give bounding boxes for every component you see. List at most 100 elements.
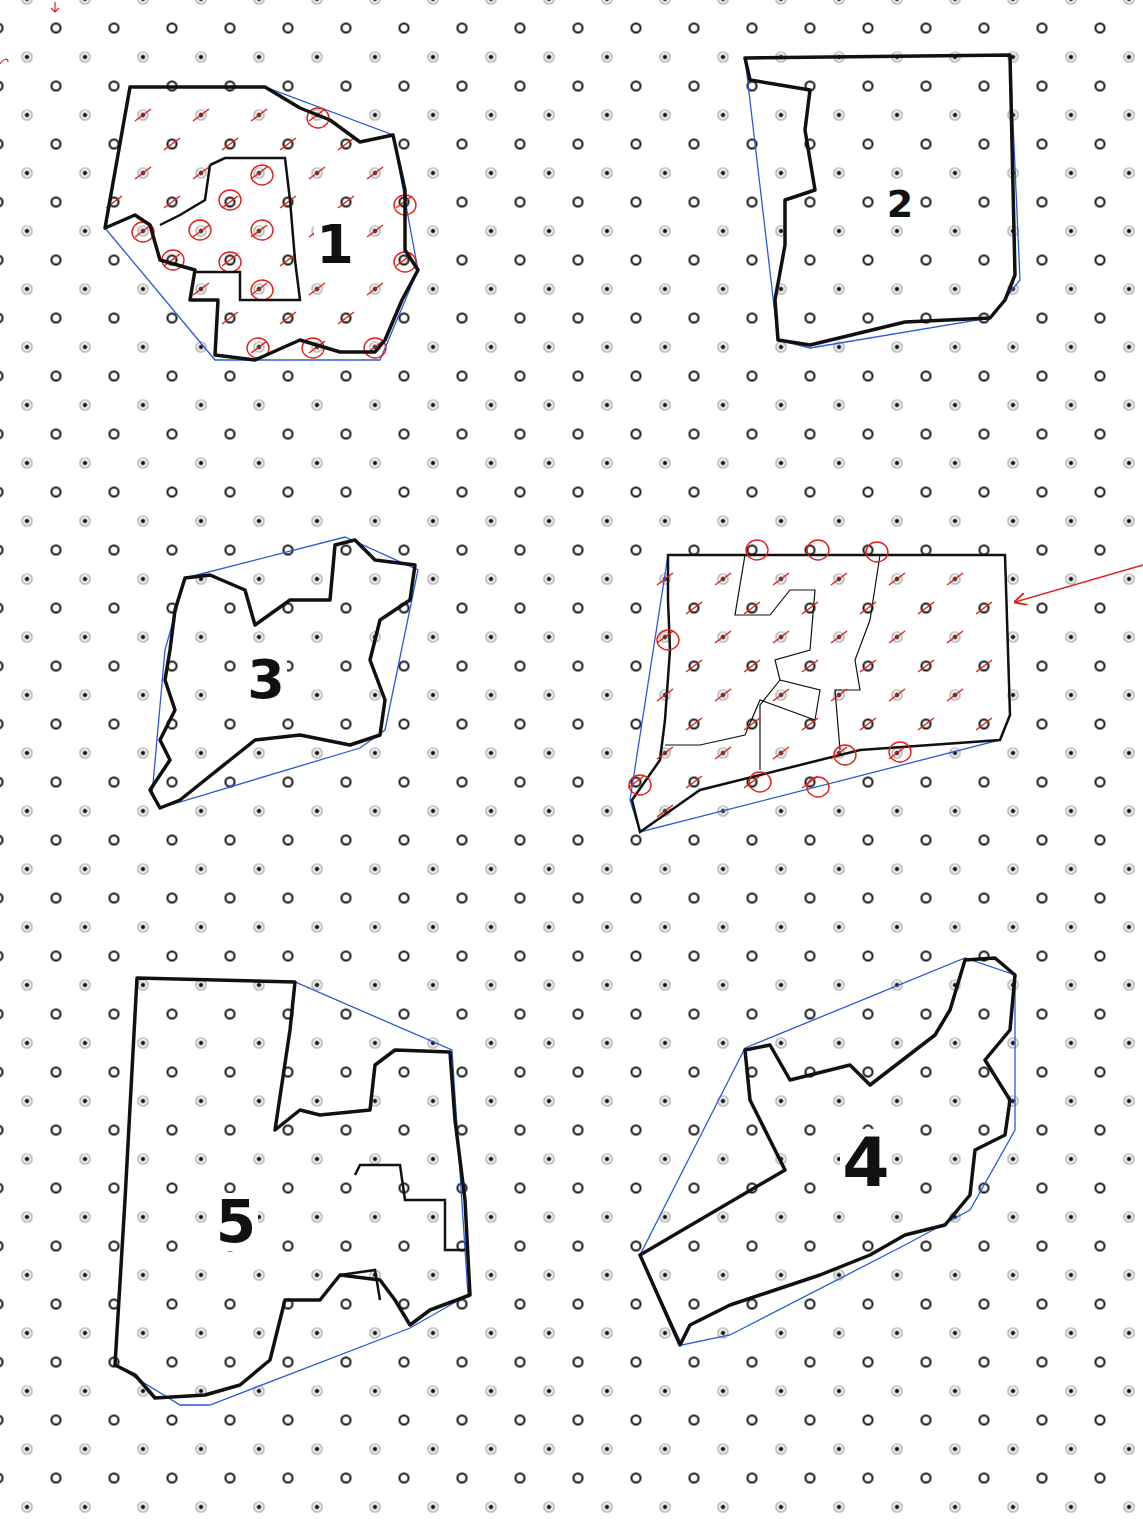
red-hatch [831, 747, 847, 759]
region-outline [115, 978, 470, 1398]
red-circle [219, 252, 241, 272]
red-circle [749, 772, 771, 792]
red-circle [219, 190, 241, 210]
district-line [160, 165, 210, 225]
red-hatch [222, 138, 238, 150]
region-outline [745, 55, 1015, 345]
red-hatch [686, 602, 702, 614]
red-hatch [802, 602, 818, 614]
red-hatch [773, 631, 789, 643]
red-circle [889, 742, 911, 762]
region-shape [745, 55, 1015, 345]
red-hatch [193, 109, 209, 121]
red-circle [629, 775, 651, 795]
red-circle [866, 542, 888, 562]
red-hatch [918, 602, 934, 614]
red-hatch [773, 573, 789, 585]
red-circle [189, 220, 211, 240]
red-hatch [773, 747, 789, 759]
district-line [340, 1270, 380, 1300]
red-circle [834, 745, 856, 765]
region-number: 3 [245, 653, 287, 707]
red-hatch [715, 689, 731, 701]
red-hatch [164, 196, 180, 208]
red-hatch [860, 660, 876, 672]
hull [630, 555, 1010, 832]
hull [640, 958, 1015, 1345]
red-hatch [367, 167, 383, 179]
red-hatch [715, 631, 731, 643]
red-circle [807, 777, 829, 797]
red-hatch [280, 138, 296, 150]
district-line [665, 555, 820, 745]
red-hatch [802, 718, 818, 730]
red-hatch [135, 167, 151, 179]
region-shape [115, 978, 470, 1398]
district-line [195, 158, 300, 300]
red-hatch [686, 660, 702, 672]
district-line [355, 1165, 465, 1250]
region-number: 4 [840, 1129, 891, 1197]
red-annotations [106, 108, 992, 817]
region-shape [105, 87, 418, 360]
red-circle [746, 540, 768, 560]
red-hatch [686, 776, 702, 788]
hull-lines [105, 55, 1020, 1405]
map-region: 1 [105, 87, 418, 360]
red-hatch [686, 718, 702, 730]
red-hatch [367, 225, 383, 237]
hull [745, 55, 1020, 348]
red-hatch [309, 283, 325, 295]
red-hatch [222, 196, 238, 208]
red-hatch [744, 776, 760, 788]
red-hatch [251, 109, 267, 121]
red-hatch [744, 718, 760, 730]
red-hatch [280, 312, 296, 324]
unlabeled-region [632, 555, 1010, 832]
red-circle [251, 220, 273, 240]
red-hatch [715, 747, 731, 759]
map-region: 4 [640, 958, 1015, 1345]
red-hatch [338, 196, 354, 208]
red-hatch [918, 660, 934, 672]
red-hatch [193, 225, 209, 237]
red-hatch [918, 718, 934, 730]
red-circle [807, 540, 829, 560]
red-hatch [744, 660, 760, 672]
region-outline [105, 87, 418, 360]
red-hatch [657, 689, 673, 701]
red-mark [51, 2, 59, 12]
red-hatch [164, 138, 180, 150]
red-hatch [773, 689, 789, 701]
region-outline [150, 540, 415, 808]
red-hatch [831, 689, 847, 701]
red-mark [0, 59, 8, 64]
red-circle [251, 280, 273, 300]
red-hatch [715, 573, 731, 585]
red-hatch [193, 283, 209, 295]
red-hatch [976, 602, 992, 614]
red-hatch [976, 660, 992, 672]
red-hatch [947, 573, 963, 585]
red-hatch [657, 805, 673, 817]
red-hatch [947, 689, 963, 701]
red-arrow [1015, 565, 1143, 602]
red-hatch [657, 573, 673, 585]
red-hatch [367, 283, 383, 295]
red-hatch [657, 747, 673, 759]
district-line [835, 555, 880, 750]
red-hatch [831, 631, 847, 643]
red-hatch [135, 109, 151, 121]
red-circle [251, 165, 273, 185]
red-hatch [338, 138, 354, 150]
hull [115, 978, 468, 1405]
red-hatch [860, 602, 876, 614]
red-hatch [628, 776, 644, 788]
region-shape [640, 958, 1015, 1345]
red-hatch [309, 167, 325, 179]
red-hatch [251, 341, 267, 353]
region-number: 1 [314, 218, 356, 272]
red-hatch [222, 254, 238, 266]
red-hatch [889, 573, 905, 585]
